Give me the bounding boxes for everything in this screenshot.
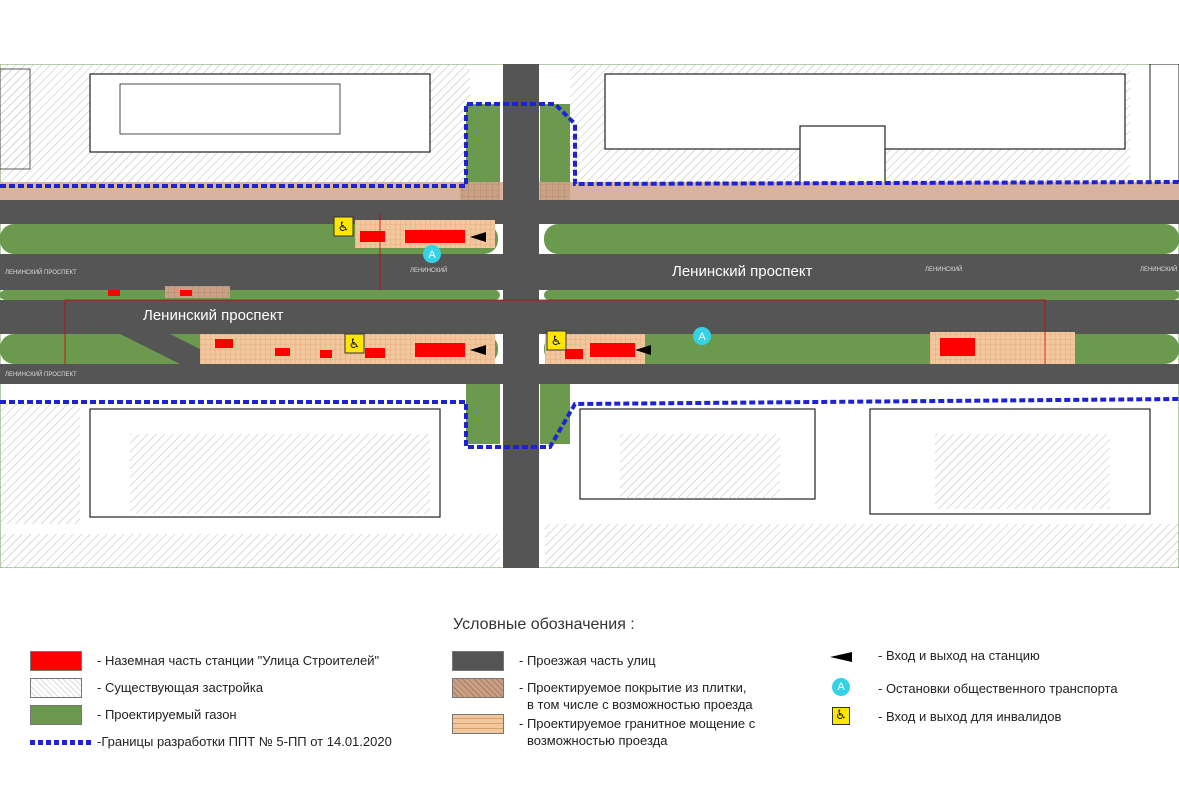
street-label-small-4: ЛЕНИНСКИЙ xyxy=(1140,265,1177,273)
legend-swatch-station xyxy=(30,651,82,671)
legend-text-station: - Наземная часть станции "Улица Строител… xyxy=(97,653,380,668)
legend-swatch-boundary xyxy=(30,740,92,745)
legend-swatch-roadway xyxy=(452,651,504,671)
north-sidewalk xyxy=(0,182,1179,200)
legend-swatch-granite xyxy=(452,714,504,734)
annotation-lines xyxy=(64,214,1046,364)
north-buildings xyxy=(0,64,1179,188)
legend-text-disabled: - Вход и выход для инвалидов xyxy=(878,709,1062,724)
street-label-small-2: ЛЕНИНСКИЙ ПРОСПЕКТ xyxy=(5,370,77,378)
legend-text-buildings: - Существующая застройка xyxy=(97,680,264,695)
legend-text-entrance: - Вход и выход на станцию xyxy=(878,648,1040,663)
street-label-small-1: ЛЕНИНСКИЙ ПРОСПЕКТ xyxy=(5,268,77,276)
planning-boundary xyxy=(0,102,1179,449)
legend-swatch-buildings xyxy=(30,678,82,698)
street-label-small-3: ЛЕНИНСКИЙ xyxy=(925,265,962,273)
wheelchair-glyph-3: ♿ xyxy=(551,334,563,349)
legend-title: Условные обозначения : xyxy=(453,616,635,633)
legend-swatch-lawn xyxy=(30,705,82,725)
wheelchair-icon: ♿ xyxy=(832,707,850,725)
legend-swatch-tiles xyxy=(452,678,504,698)
legend-arrow-icon xyxy=(830,652,852,662)
wheelchair-glyph-1: ♿ xyxy=(338,220,350,235)
street-label-north: Ленинский проспект xyxy=(672,263,813,280)
legend-text-bus: - Остановки общественного транспорта xyxy=(878,681,1118,696)
bus-stop-letter-2: A xyxy=(698,331,706,343)
site-plan-map: Ленинский проспект Ленинский проспект ЛЕ… xyxy=(0,64,1179,568)
legend-text-tiles-1: - Проектируемое покрытие из плитки, xyxy=(519,680,747,695)
legend: Условные обозначения : - Наземная часть … xyxy=(0,604,1179,804)
legend-text-roadway: - Проезжая часть улиц xyxy=(519,653,656,668)
legend-text-lawn: - Проектируемый газон xyxy=(97,707,237,722)
station-blocks xyxy=(108,230,975,359)
wheelchair-glyph-2: ♿ xyxy=(349,337,361,352)
legend-text-granite-1: - Проектируемое гранитное мощение с xyxy=(519,716,756,731)
legend-text-granite-2: возможностью проезда xyxy=(527,733,668,748)
bus-stop-letter-1: A xyxy=(428,249,436,261)
south-buildings xyxy=(0,404,1179,568)
street-label-small-5: ЛЕНИНСКИЙ xyxy=(410,266,447,274)
bus-stop-icon: A xyxy=(832,678,850,696)
bus-stop-markers: A A xyxy=(423,245,711,345)
legend-text-tiles-2: в том числе с возможностью проезда xyxy=(527,697,753,712)
legend-text-boundary: -Границы разработки ППТ № 5-ПП от 14.01.… xyxy=(97,734,392,749)
entrance-arrows xyxy=(470,232,651,355)
street-label-south: Ленинский проспект xyxy=(143,307,284,324)
roadway xyxy=(0,64,1179,568)
wheelchair-markers: ♿ ♿ ♿ xyxy=(333,216,567,354)
